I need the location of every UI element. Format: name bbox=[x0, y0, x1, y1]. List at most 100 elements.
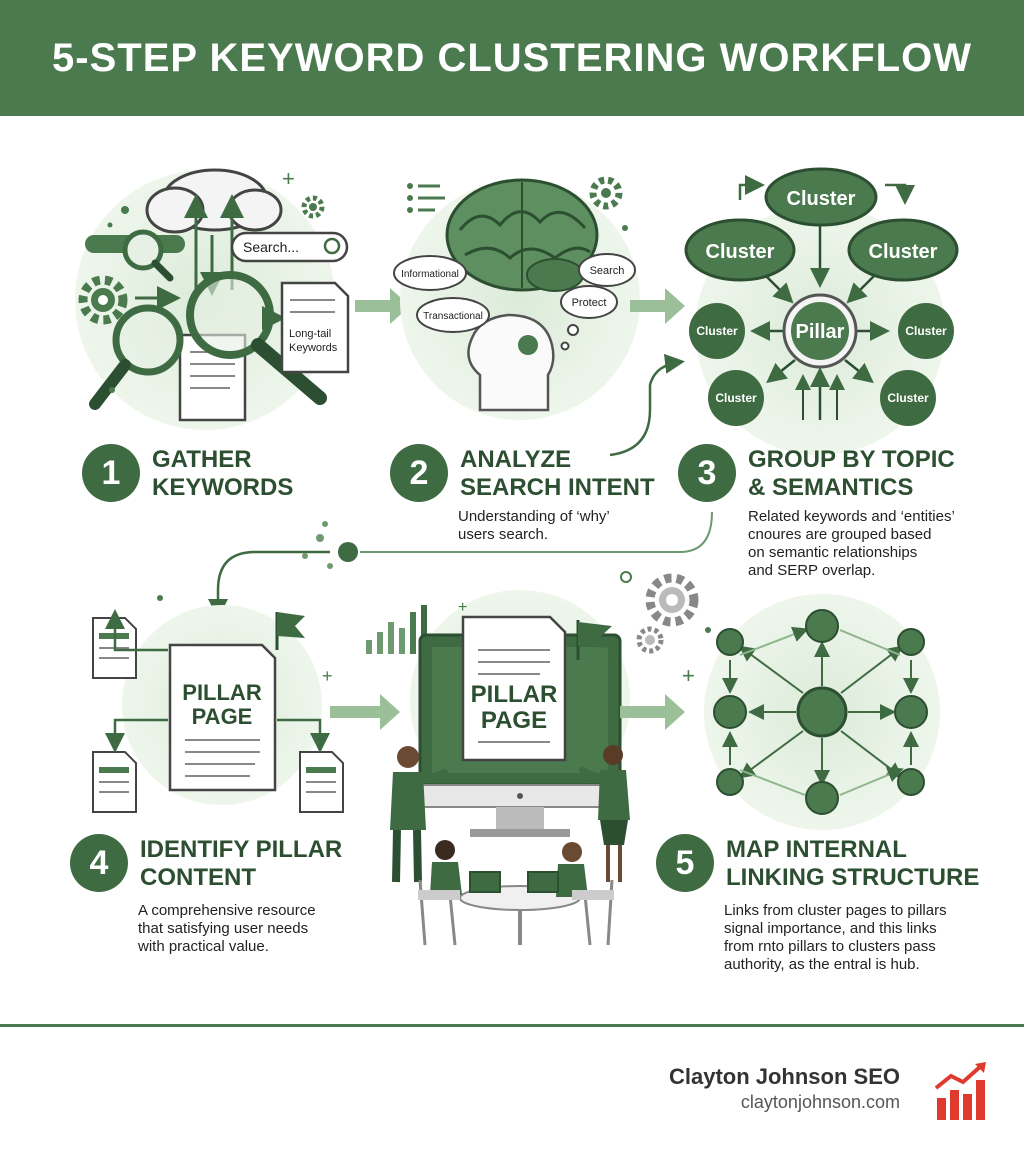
connector-2-to-3 bbox=[609, 353, 685, 457]
network-node bbox=[716, 768, 744, 796]
step-5-number: 5 bbox=[656, 834, 714, 892]
magnifier-icon bbox=[122, 229, 164, 271]
person-seated-right bbox=[527, 842, 614, 946]
gear-icon-3 bbox=[645, 573, 699, 627]
svg-text:+: + bbox=[282, 166, 295, 191]
step-4-title: IDENTIFY PILLAR CONTENT bbox=[140, 836, 343, 891]
step-3-title: GROUP BY TOPIC & SEMANTICS bbox=[748, 446, 955, 501]
brand-name: Clayton Johnson SEO bbox=[668, 1064, 900, 1089]
svg-text:PILLAR: PILLAR bbox=[471, 681, 558, 708]
network-node bbox=[805, 781, 839, 815]
page-title: 5-STEP KEYWORD CLUSTERING WORKFLOW bbox=[52, 35, 972, 80]
search-placeholder-text: Search... bbox=[243, 239, 299, 255]
flag-icon bbox=[277, 612, 305, 638]
doc-label-line2: Keywords bbox=[289, 342, 338, 354]
step-2-description: Understanding of ‘why’ users search. bbox=[458, 508, 610, 543]
svg-text:PILLAR: PILLAR bbox=[182, 680, 262, 705]
cluster-diagram: Cluster Cluster Cluster Pillar Cluster C… bbox=[684, 167, 959, 455]
step-4-heading: 4 IDENTIFY PILLAR CONTENT bbox=[70, 834, 342, 892]
left-magnifier-icon bbox=[89, 304, 184, 410]
header-banner: 5-STEP KEYWORD CLUSTERING WORKFLOW bbox=[0, 0, 1024, 116]
svg-text:Transactional: Transactional bbox=[423, 311, 483, 322]
svg-text:PAGE: PAGE bbox=[192, 704, 253, 729]
bubble-transactional: Transactional bbox=[416, 297, 490, 333]
gear-icon bbox=[78, 275, 128, 325]
step-5-title: MAP INTERNAL LINKING STRUCTURE bbox=[726, 836, 980, 891]
network-node bbox=[897, 628, 925, 656]
svg-text:Cluster: Cluster bbox=[787, 188, 856, 210]
svg-text:Cluster: Cluster bbox=[905, 324, 947, 338]
step-5-description: Links from cluster pages to pillars sign… bbox=[724, 902, 947, 973]
pillar-page-illustration: + PILLAR PAGE bbox=[92, 595, 344, 813]
person-presenter-right bbox=[579, 745, 630, 882]
brain-icon bbox=[445, 178, 599, 292]
svg-text:PAGE: PAGE bbox=[481, 707, 547, 734]
cluster-node-mid-right: Cluster bbox=[898, 303, 954, 359]
bar-chart-logo-icon bbox=[934, 1062, 986, 1120]
step-2-heading: 2 ANALYZE SEARCH INTENT bbox=[390, 444, 655, 502]
person-seated-left bbox=[418, 840, 501, 946]
laptop-icon-2 bbox=[527, 871, 559, 893]
step-4-number: 4 bbox=[70, 834, 128, 892]
small-doc-bottom-right bbox=[299, 751, 344, 813]
step-5-heading: 5 MAP INTERNAL LINKING STRUCTURE bbox=[656, 834, 979, 892]
arrow-step1-to-step2 bbox=[355, 288, 410, 324]
step-3-description: Related keywords and ‘entities’ cnoures … bbox=[748, 508, 955, 579]
svg-text:Cluster: Cluster bbox=[706, 241, 775, 263]
gear-icon-2 bbox=[589, 176, 623, 210]
bar-chart-icon bbox=[366, 605, 427, 654]
long-tail-document-icon: Long-tail Keywords bbox=[280, 281, 350, 374]
list-icon bbox=[407, 183, 445, 213]
gear-icon-4 bbox=[636, 626, 664, 654]
bubble-informational: Informational bbox=[393, 255, 467, 291]
laptop-icon bbox=[469, 871, 501, 893]
svg-text:+: + bbox=[322, 666, 333, 686]
svg-text:+: + bbox=[458, 599, 467, 616]
svg-text:Pillar: Pillar bbox=[796, 321, 845, 343]
gather-keywords-illustration: Search... + bbox=[75, 166, 350, 430]
search-bar: Search... bbox=[230, 231, 349, 263]
cluster-node-top: Cluster bbox=[764, 167, 878, 227]
pillar-node: Pillar bbox=[782, 293, 858, 369]
step-1-heading: 1 GATHER KEYWORDS bbox=[82, 444, 293, 502]
person-presenter-left bbox=[390, 746, 448, 883]
network-node bbox=[713, 695, 747, 729]
arrow-step4-to-center bbox=[330, 694, 400, 730]
analyze-intent-illustration: Informational Transactional Search Prote… bbox=[393, 176, 640, 420]
footer-divider bbox=[0, 1024, 1024, 1027]
step-3-number: 3 bbox=[678, 444, 736, 502]
network-node bbox=[897, 768, 925, 796]
svg-text:Protect: Protect bbox=[572, 297, 607, 309]
linking-network bbox=[704, 594, 940, 830]
network-node bbox=[894, 695, 928, 729]
svg-text:Informational: Informational bbox=[401, 269, 459, 280]
svg-text:Search: Search bbox=[590, 265, 625, 277]
network-hub-node bbox=[796, 686, 848, 738]
bubble-protect: Protect bbox=[560, 285, 618, 319]
svg-text:Cluster: Cluster bbox=[869, 241, 938, 263]
brand-url: claytonjohnson.com bbox=[740, 1092, 900, 1112]
network-node bbox=[805, 609, 839, 643]
svg-text:+: + bbox=[682, 663, 695, 688]
cluster-node-mid-left: Cluster bbox=[689, 303, 745, 359]
cluster-node-right: Cluster bbox=[847, 218, 959, 282]
step-1-number: 1 bbox=[82, 444, 140, 502]
step-4-description: A comprehensive resource that satisfying… bbox=[138, 902, 316, 955]
network-node bbox=[716, 628, 744, 656]
step-2-title: ANALYZE SEARCH INTENT bbox=[460, 446, 655, 501]
connector-3-to-4 bbox=[208, 550, 330, 619]
workflow-illustration: Search... + bbox=[75, 166, 959, 946]
svg-text:Cluster: Cluster bbox=[715, 391, 757, 405]
bubble-search: Search bbox=[578, 253, 636, 287]
arrow-center-to-step5 bbox=[620, 694, 685, 730]
cluster-node-bottom-left: Cluster bbox=[708, 370, 764, 426]
cluster-node-left: Cluster bbox=[684, 218, 796, 282]
doc-label-line1: Long-tail bbox=[289, 328, 331, 340]
small-doc-bottom-left bbox=[92, 751, 137, 813]
head-silhouette-icon bbox=[467, 313, 555, 412]
svg-text:Cluster: Cluster bbox=[696, 324, 738, 338]
team-monitor-illustration: + PILLAR PAGE bbox=[366, 571, 711, 946]
step-2-number: 2 bbox=[390, 444, 448, 502]
step-1-title: GATHER KEYWORDS bbox=[152, 446, 294, 501]
small-gear-icon bbox=[301, 195, 325, 219]
